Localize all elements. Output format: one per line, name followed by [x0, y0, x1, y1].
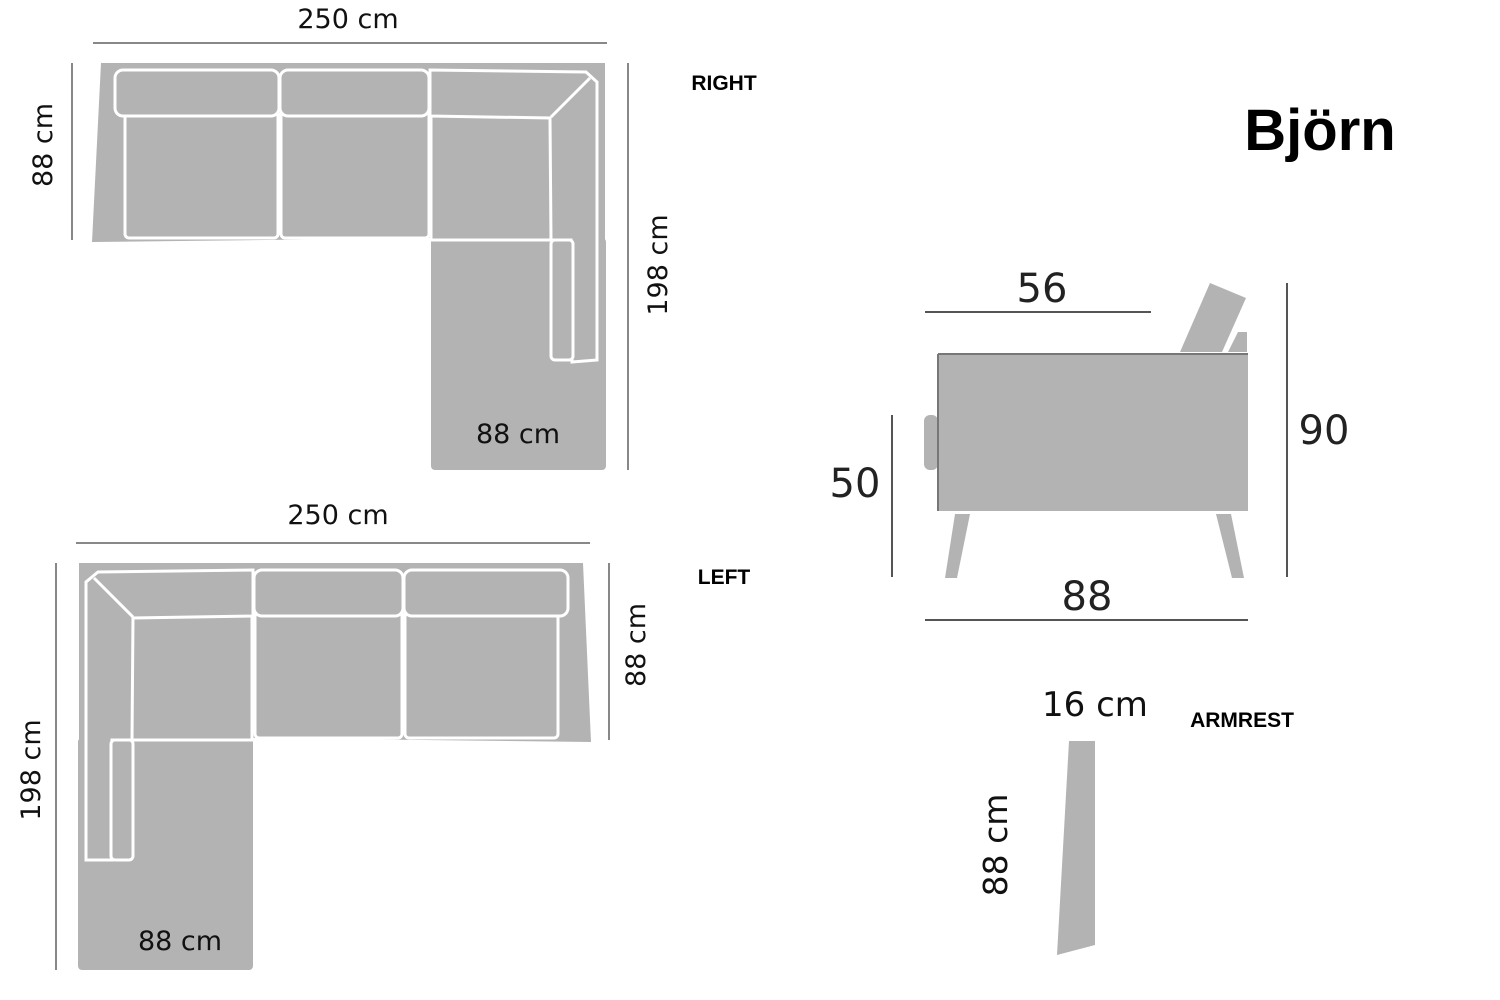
right-corner-sofa: 250 cm 88 cm 198 cm 88 cm RIGHT	[28, 4, 757, 470]
left-variant-label: LEFT	[698, 566, 751, 589]
left-back-cushion-3	[402, 568, 570, 618]
left-back-cushion-2	[252, 568, 405, 618]
armrest-depth-label: 88 cm	[976, 794, 1015, 897]
side-back-leg	[1216, 514, 1244, 578]
side-backrest-cushion	[1228, 332, 1247, 352]
right-depth-label: 88 cm	[28, 103, 59, 187]
right-side-cushion	[549, 238, 575, 362]
right-cushion-seam	[549, 76, 592, 119]
right-seat-cushion-1	[123, 108, 280, 240]
left-seat-cushion-2	[253, 608, 404, 740]
side-seat-body	[938, 354, 1248, 511]
total-depth-label: 88	[1062, 574, 1113, 620]
right-seat-cushion-3	[429, 108, 555, 242]
left-width-label: 250 cm	[287, 500, 388, 531]
right-chaise-depth-label: 88 cm	[476, 419, 560, 450]
armrest-view: 16 cm 88 cm ARMREST	[976, 685, 1294, 955]
side-front-arm	[924, 415, 938, 470]
armrest-width-label: 16 cm	[1042, 685, 1148, 725]
left-seat-cushion-1	[129, 608, 254, 742]
seat-depth-label: 56	[1017, 266, 1068, 312]
side-backrest	[1180, 283, 1246, 352]
left-depth-label: 88 cm	[621, 603, 652, 687]
right-width-label: 250 cm	[297, 4, 398, 35]
armrest-shape	[1057, 741, 1095, 955]
left-seat-cushion-3	[403, 608, 560, 740]
right-back-cushion-2	[278, 68, 431, 118]
right-back-cushion-1	[113, 68, 281, 118]
left-length-label: 198 cm	[16, 719, 47, 820]
right-seat-cushion-2	[279, 108, 431, 240]
product-title: Björn	[1244, 98, 1395, 163]
right-variant-label: RIGHT	[691, 72, 757, 95]
left-side-cushion	[109, 738, 135, 862]
side-view: 56 50 90 88	[830, 266, 1350, 621]
left-chaise-depth-label: 88 cm	[138, 926, 222, 957]
side-front-leg	[945, 514, 970, 578]
armrest-label: ARMREST	[1190, 709, 1294, 732]
right-length-label: 198 cm	[643, 214, 674, 315]
total-height-label: 90	[1299, 408, 1350, 454]
left-corner-sofa: 250 cm 198 cm 88 cm 88 cm LEFT	[16, 500, 750, 970]
left-cushion-seam	[92, 576, 135, 619]
seat-height-label: 50	[830, 461, 881, 507]
